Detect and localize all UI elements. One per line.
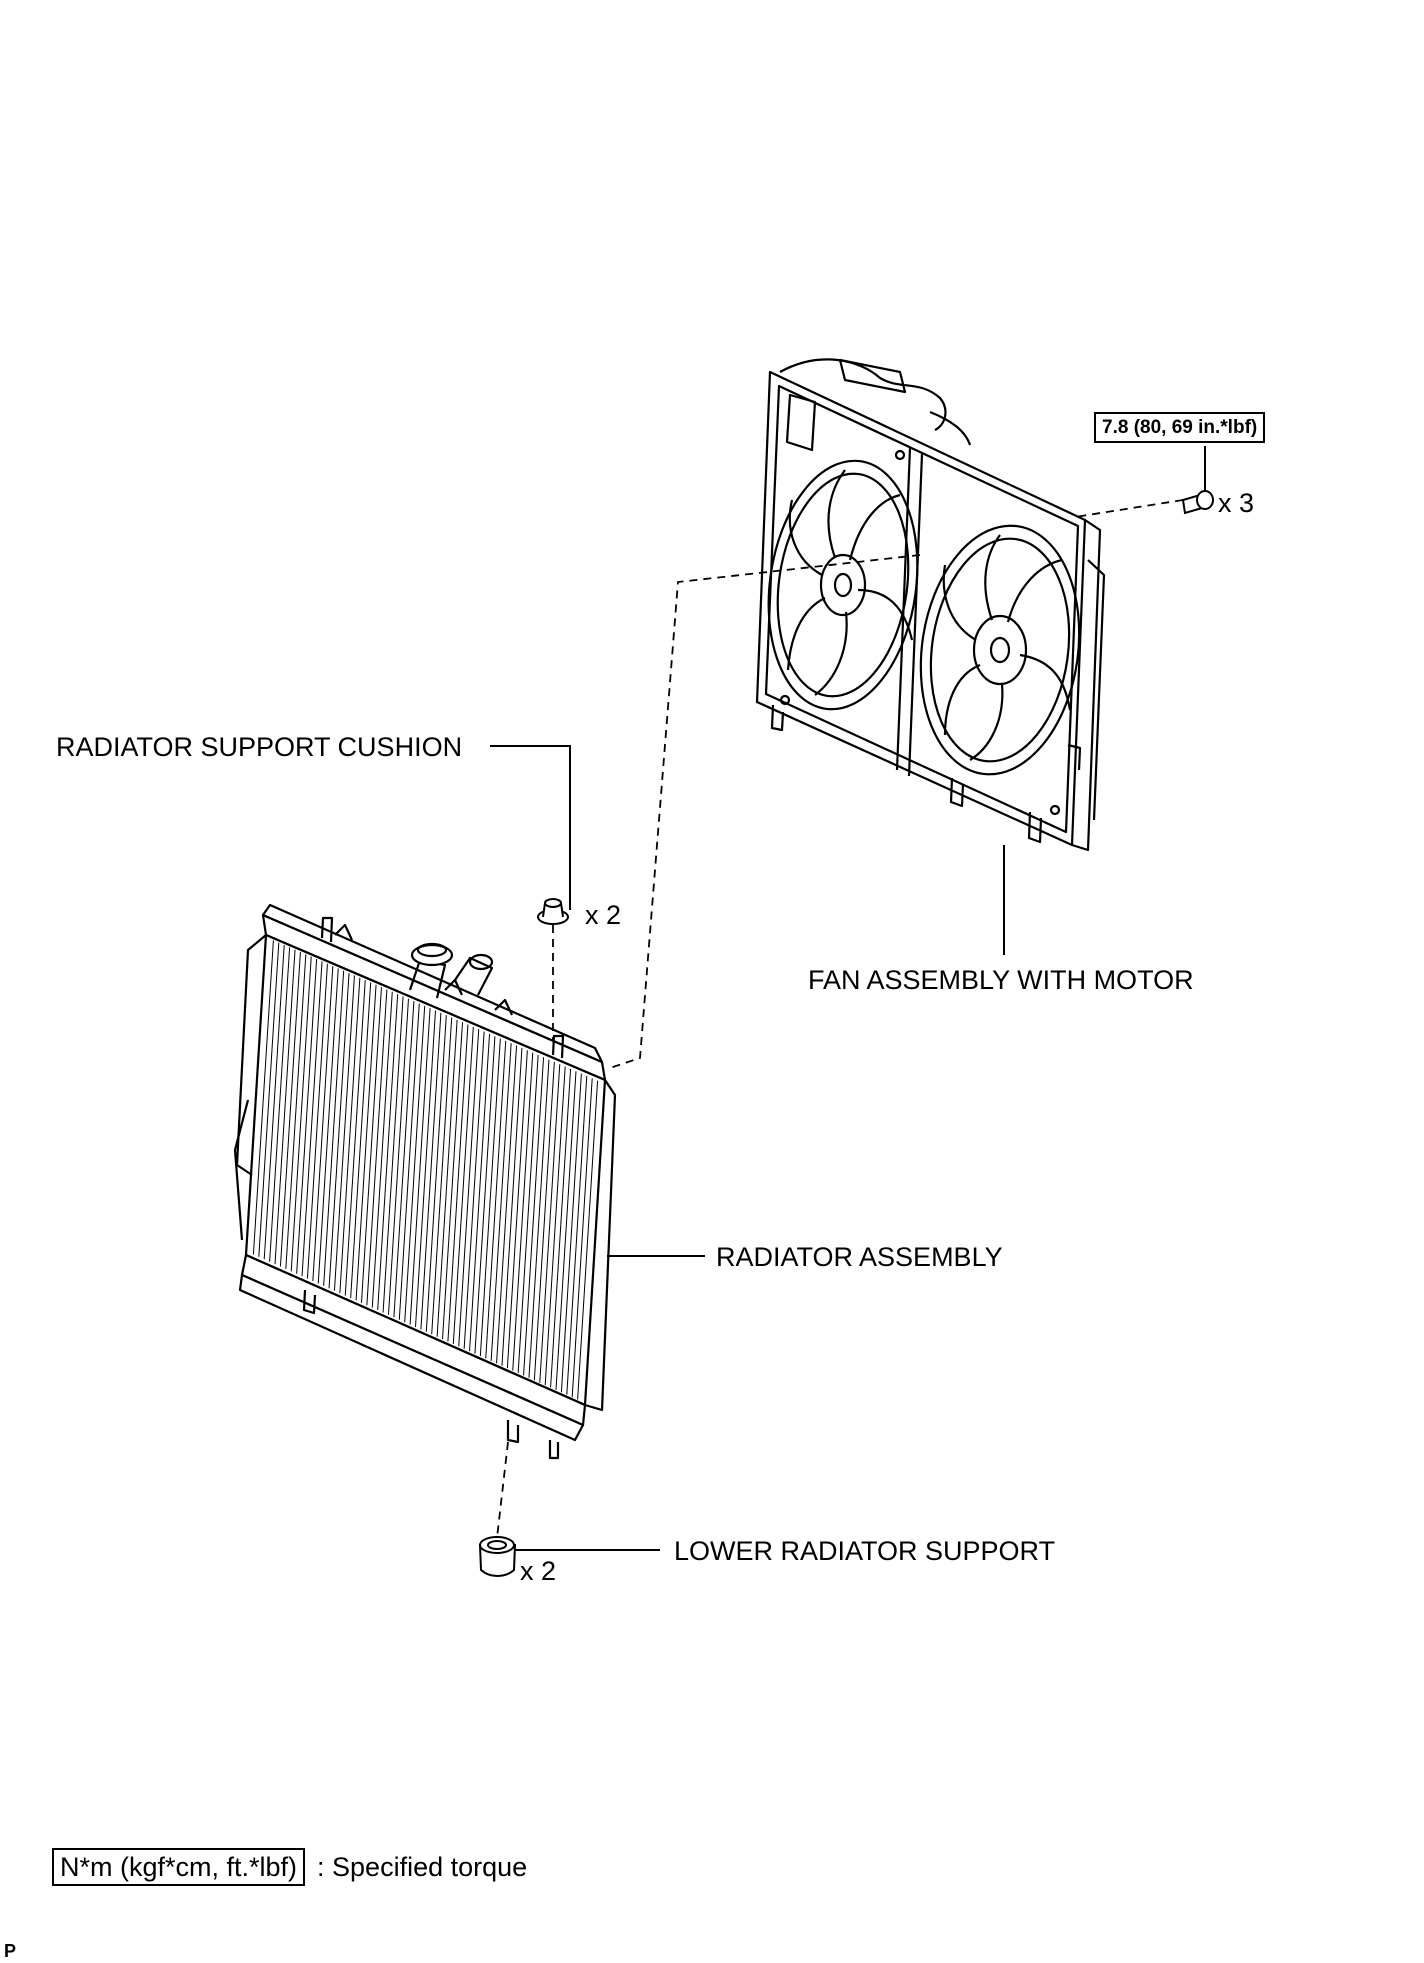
core-fin (474, 1036, 496, 1354)
support-cushion-leader (490, 745, 571, 910)
lower-support-path (496, 1441, 509, 1539)
radiator-assembly-label: RADIATOR ASSEMBLY (716, 1242, 1003, 1272)
core-fin (436, 1019, 458, 1337)
core-fin (269, 947, 291, 1262)
torque-legend: N*m (kgf*cm, ft.*lbf) : Specified torque (52, 1848, 528, 1887)
bolt-icon (1181, 490, 1214, 515)
core-fin (274, 949, 296, 1265)
core-fin (296, 959, 318, 1274)
support-cushion-label: RADIATOR SUPPORT CUSHION (56, 732, 463, 762)
core-fin (328, 973, 350, 1289)
core-fin (577, 1080, 599, 1400)
core-fin (263, 944, 285, 1260)
core-fin (404, 1005, 426, 1323)
core-fin (463, 1031, 485, 1349)
core-fin (571, 1078, 593, 1398)
core-fin (517, 1054, 539, 1373)
cushion-quantity: x 2 (585, 900, 622, 930)
radiator-core-fins (252, 940, 599, 1400)
core-fin (442, 1022, 464, 1340)
core-fin (360, 987, 382, 1303)
core-fin (258, 942, 280, 1257)
core-fin (420, 1012, 442, 1330)
legend-meaning: : Specified torque (317, 1851, 528, 1882)
core-fin (290, 956, 312, 1272)
core-fin (355, 984, 377, 1301)
core-fin (377, 994, 399, 1311)
core-fin (323, 970, 345, 1286)
core-fin (285, 954, 307, 1269)
lower-support-label: LOWER RADIATOR SUPPORT (674, 1536, 1056, 1566)
core-fin (469, 1033, 491, 1352)
core-fin (496, 1045, 518, 1364)
core-fin (339, 977, 361, 1294)
core-fin (333, 975, 355, 1291)
fan-assembly-label: FAN ASSEMBLY WITH MOTOR (808, 965, 1194, 995)
core-fin (528, 1059, 550, 1378)
core-fin (312, 966, 334, 1282)
core-fin (409, 1008, 431, 1325)
fan-assembly-drawing (755, 358, 1106, 852)
bolt-quantity: x 3 (1218, 488, 1255, 518)
core-fin (501, 1047, 523, 1366)
core-fin (544, 1066, 566, 1386)
legend-units-box: N*m (kgf*cm, ft.*lbf) (52, 1848, 306, 1887)
torque-spec-box: 7.8 (80, 69 in.*lbf) (1094, 412, 1266, 443)
core-fin (393, 1001, 415, 1318)
core-fin (533, 1061, 555, 1381)
core-fin (506, 1050, 528, 1369)
core-fin (350, 982, 372, 1298)
core-fin (458, 1029, 480, 1347)
core-fin (279, 952, 301, 1267)
core-fin (560, 1073, 582, 1393)
core-fin (512, 1052, 534, 1371)
core-fin (415, 1010, 436, 1328)
core-fin (387, 998, 409, 1315)
core-fin (371, 991, 393, 1308)
fan-to-radiator-path (609, 554, 921, 1069)
core-fin (431, 1017, 453, 1335)
core-fin (479, 1038, 501, 1357)
core-fin (317, 968, 339, 1284)
support-cushion-icon (537, 898, 569, 925)
core-fin (555, 1071, 577, 1390)
assembly-paths (496, 499, 1184, 1539)
core-fin (523, 1057, 545, 1376)
core-fin (447, 1024, 469, 1342)
core-fin (344, 980, 366, 1296)
core-fin (425, 1015, 447, 1332)
core-fin (398, 1003, 420, 1320)
core-fin (306, 963, 328, 1279)
core-fin (550, 1068, 572, 1388)
lower-support-quantity: x 2 (520, 1556, 557, 1586)
core-fin (252, 940, 274, 1255)
core-fin (382, 996, 404, 1313)
core-fin (539, 1064, 561, 1383)
core-fin (485, 1040, 507, 1359)
core-fin (490, 1043, 512, 1361)
lower-support-icon (478, 1536, 517, 1577)
leader-lines (490, 446, 1206, 1551)
core-fin (452, 1026, 474, 1344)
core-fin (301, 961, 323, 1277)
core-fin (566, 1075, 588, 1395)
figure-code: P (4, 1941, 17, 1961)
core-fin (366, 989, 388, 1306)
bolt-path (1074, 499, 1184, 518)
